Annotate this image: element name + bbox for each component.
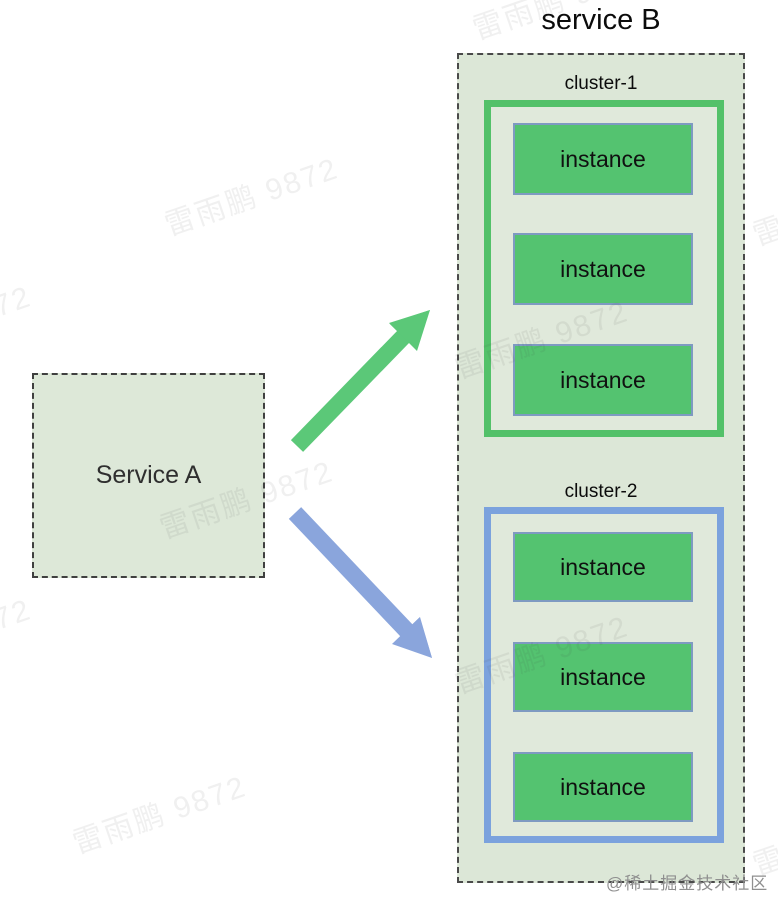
arrow-to-cluster-2-icon bbox=[288, 507, 432, 658]
cluster-1-instance-box: instance bbox=[513, 233, 693, 305]
cluster-2-instance-box: instance bbox=[513, 532, 693, 602]
watermark-credit: @稀土掘金技术社区 bbox=[606, 874, 769, 893]
cluster-2-label: cluster-2 bbox=[564, 481, 638, 502]
cluster-1-label: cluster-1 bbox=[564, 73, 638, 94]
watermark-text: 雷雨鹏 9872 bbox=[0, 593, 36, 683]
cluster-2-instance-box: instance bbox=[513, 752, 693, 822]
watermark-text: 雷雨鹏 9872 bbox=[68, 770, 251, 861]
watermark-text: 雷雨鹏 9872 bbox=[748, 162, 778, 253]
service-a-label: Service A bbox=[95, 461, 202, 489]
watermark-text: 雷雨鹏 9872 bbox=[160, 152, 343, 243]
cluster-2-instance-box: instance bbox=[513, 642, 693, 712]
arrow-to-cluster-1-icon bbox=[290, 310, 430, 452]
service-a-box: Service A bbox=[32, 373, 265, 578]
watermark-text: 雷雨鹏 9872 bbox=[0, 280, 36, 370]
service-b-title: service B bbox=[541, 4, 661, 36]
cluster-1-instance-box: instance bbox=[513, 344, 693, 416]
cluster-1-instance-box: instance bbox=[513, 123, 693, 195]
